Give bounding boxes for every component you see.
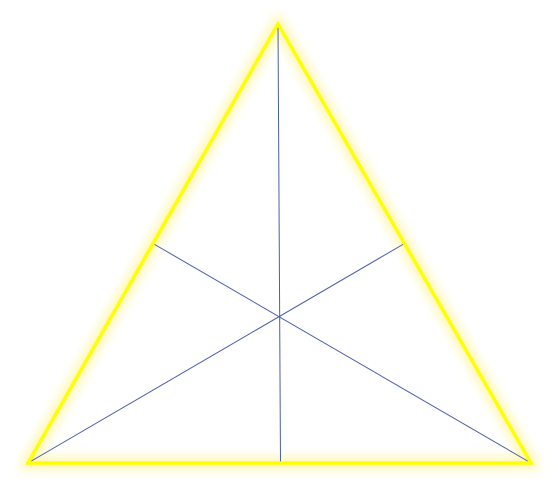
median-from-top-vertex	[277, 23, 281, 464]
median-from-left-vertex	[27, 243, 405, 464]
triangle-outline	[24, 20, 535, 465]
median-from-right-vertex	[152, 243, 532, 464]
medians	[27, 23, 532, 464]
